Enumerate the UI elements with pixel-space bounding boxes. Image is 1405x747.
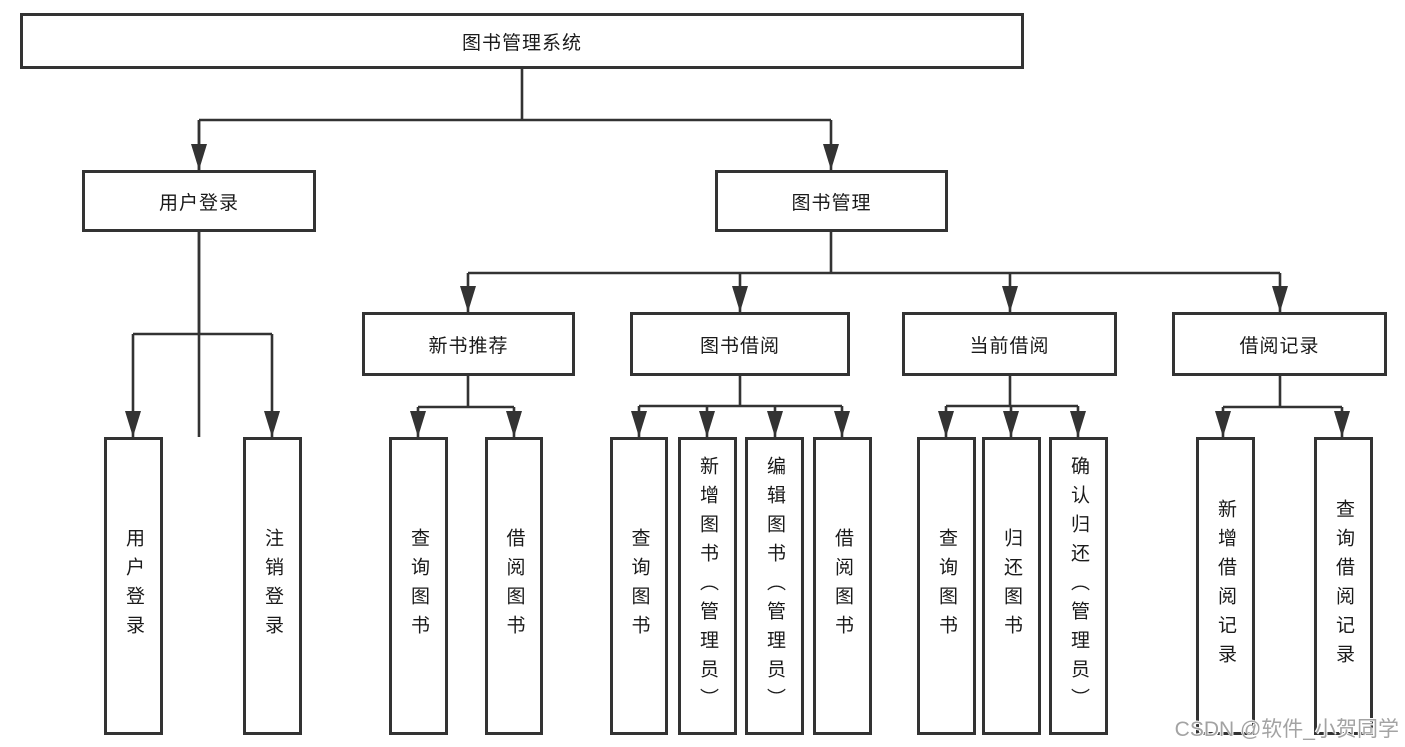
- node-user-login-label: 用户登录: [158, 192, 239, 214]
- node-leaf-add-book-admin: 新增图书（管理员）: [678, 437, 737, 735]
- node-leaf-return-book-label: 归还图书: [1001, 528, 1022, 644]
- node-leaf-user-login-label: 用户登录: [123, 528, 144, 644]
- node-leaf-query-borrow-record-label: 查询借阅记录: [1333, 499, 1354, 673]
- node-leaf-query-books-borrow: 查询图书: [610, 437, 668, 735]
- node-leaf-query-books-recommend-label: 查询图书: [408, 528, 429, 644]
- node-leaf-user-login: 用户登录: [104, 437, 163, 735]
- node-root: 图书管理系统: [20, 13, 1024, 69]
- node-borrow-records-label: 借阅记录: [1239, 335, 1320, 357]
- node-leaf-borrow-books: 借阅图书: [813, 437, 872, 735]
- node-new-book-recommend: 新书推荐: [362, 312, 575, 376]
- connector-user-login: [131, 232, 274, 437]
- connector-new-book-recommend: [416, 376, 516, 437]
- node-leaf-query-borrow-record: 查询借阅记录: [1314, 437, 1373, 735]
- node-leaf-return-book: 归还图书: [982, 437, 1041, 735]
- node-leaf-borrow-books-label: 借阅图书: [832, 528, 853, 644]
- node-leaf-logout: 注销登录: [243, 437, 302, 735]
- node-leaf-confirm-return-admin-label: 确认归还（管理员）: [1068, 455, 1089, 717]
- connector-borrow-records: [1221, 376, 1344, 437]
- node-book-management: 图书管理: [715, 170, 948, 232]
- node-leaf-edit-book-admin-label: 编辑图书（管理员）: [764, 455, 785, 717]
- node-leaf-query-books-current-label: 查询图书: [936, 528, 957, 644]
- node-current-borrow: 当前借阅: [902, 312, 1117, 376]
- node-current-borrow-label: 当前借阅: [969, 335, 1050, 357]
- node-leaf-query-books-borrow-label: 查询图书: [628, 528, 650, 644]
- node-leaf-confirm-return-admin: 确认归还（管理员）: [1049, 437, 1108, 735]
- node-book-borrow-label: 图书借阅: [699, 335, 780, 357]
- node-leaf-edit-book-admin: 编辑图书（管理员）: [745, 437, 804, 735]
- node-book-management-label: 图书管理: [791, 192, 872, 214]
- connector-book-borrow: [637, 376, 844, 437]
- node-leaf-query-books-recommend: 查询图书: [389, 437, 448, 735]
- connector-current-borrow: [944, 376, 1080, 437]
- connector-root: [197, 69, 833, 437]
- node-new-book-recommend-label: 新书推荐: [428, 335, 509, 357]
- connector-book-management: [466, 232, 1282, 312]
- node-leaf-query-books-current: 查询图书: [917, 437, 976, 735]
- node-leaf-borrow-books-recommend-label: 借阅图书: [503, 528, 525, 644]
- node-book-borrow: 图书借阅: [630, 312, 850, 376]
- csdn-watermark: CSDN @软件_小贺同学: [1174, 718, 1399, 741]
- node-leaf-logout-label: 注销登录: [262, 528, 283, 644]
- node-user-login: 用户登录: [82, 170, 316, 232]
- node-borrow-records: 借阅记录: [1172, 312, 1387, 376]
- node-root-label: 图书管理系统: [461, 32, 582, 54]
- node-leaf-add-borrow-record: 新增借阅记录: [1196, 437, 1255, 735]
- node-leaf-add-book-admin-label: 新增图书（管理员）: [697, 455, 718, 717]
- node-leaf-borrow-books-recommend: 借阅图书: [485, 437, 543, 735]
- node-leaf-add-borrow-record-label: 新增借阅记录: [1215, 499, 1236, 673]
